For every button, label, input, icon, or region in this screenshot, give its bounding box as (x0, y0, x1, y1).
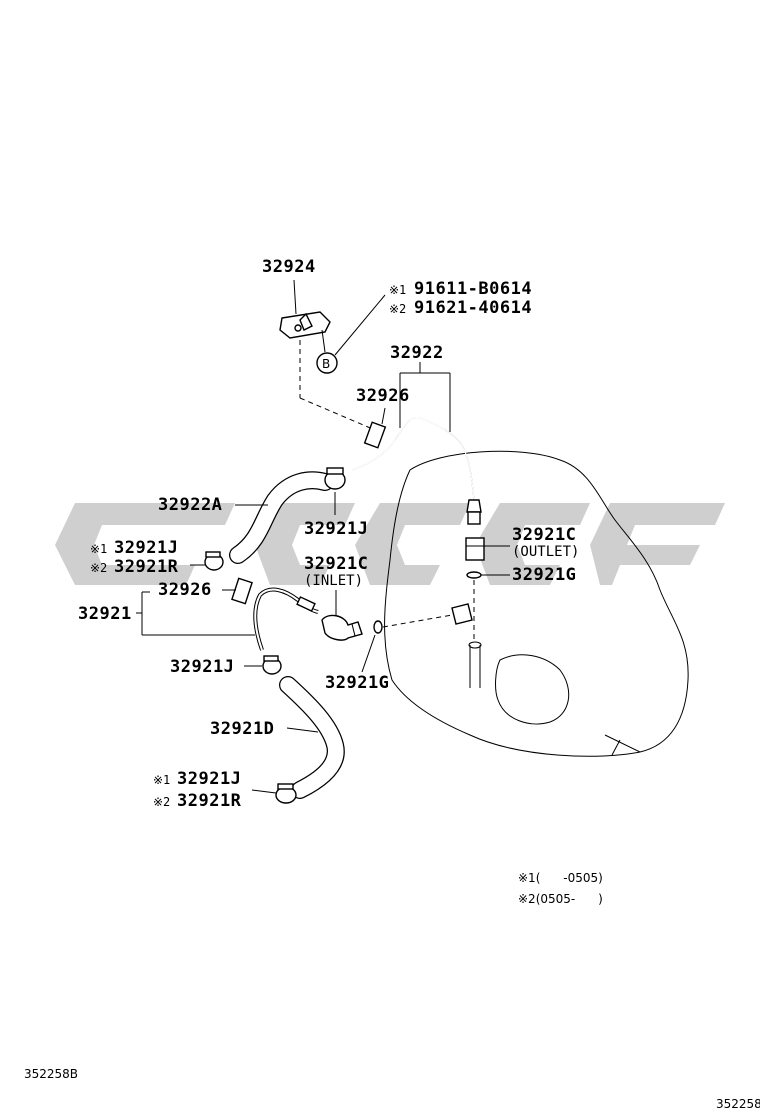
note-mark-2b: ※2 (90, 561, 107, 575)
sleeve-32926-left (222, 577, 253, 605)
label-32921C-inlet: 32921C (304, 554, 368, 574)
label-32921J-left: 32921J (114, 538, 178, 558)
label-32921J-mid: 32921J (304, 519, 368, 539)
label-32921D: 32921D (210, 719, 274, 739)
note-mark-2a: ※2 (389, 302, 406, 316)
pipe-32921 (136, 587, 319, 651)
watermark-logo (55, 503, 725, 585)
clamp-32921J-mid (324, 467, 346, 515)
note-mark-1a: ※1 (389, 283, 406, 297)
label-bolt-91621: 91621-40614 (414, 298, 532, 318)
label-32921R-left: 32921R (114, 557, 179, 577)
sleeve-32926-top (363, 407, 387, 449)
label-32921C-outlet: 32921C (512, 525, 576, 545)
label-32926-top: 32926 (356, 386, 410, 406)
transmission-fitting (382, 603, 473, 628)
gasket-32921G-low (361, 620, 383, 673)
label-32924: 32924 (262, 257, 316, 277)
label-32922: 32922 (390, 343, 444, 363)
page-code: 352258 (716, 1097, 760, 1111)
clamp-32921R-left (190, 551, 224, 571)
hose-32922A (229, 471, 334, 564)
label-outlet: (OUTLET) (512, 544, 579, 560)
note-mark-1b: ※1 (90, 542, 107, 556)
label-32921J-low: 32921J (170, 657, 234, 677)
label-32921G-right: 32921G (512, 565, 576, 585)
pipe-32922 (351, 362, 482, 525)
bracket-32924 (279, 279, 376, 431)
label-32921G-low: 32921G (325, 673, 389, 693)
union-32921C-outlet (465, 537, 510, 640)
transmission-housing (384, 450, 689, 757)
elbow-32921C-inlet (321, 590, 363, 641)
note-mark-1c: ※1 (153, 773, 170, 787)
label-32926-left: 32926 (158, 580, 212, 600)
legend-note-2: ※2(0505- ) (518, 892, 603, 906)
b-marker-label: B (322, 357, 330, 371)
label-inlet: (INLET) (304, 573, 363, 589)
label-32922A: 32922A (158, 495, 222, 515)
clamp-32921J-low (244, 655, 282, 675)
bolt-b-marker: B (316, 294, 386, 374)
hose-32921D (279, 676, 345, 799)
legend-note-1: ※1( -0505) (518, 871, 603, 885)
clamp-bottom (251, 783, 297, 804)
diagram-ref-code: 352258B (24, 1067, 78, 1081)
label-bolt-91611: 91611-B0614 (414, 279, 532, 299)
label-32921J-bottom: 32921J (177, 769, 241, 789)
label-32921: 32921 (78, 604, 132, 624)
note-mark-2c: ※2 (153, 795, 170, 809)
label-32921R-bottom: 32921R (177, 791, 242, 811)
